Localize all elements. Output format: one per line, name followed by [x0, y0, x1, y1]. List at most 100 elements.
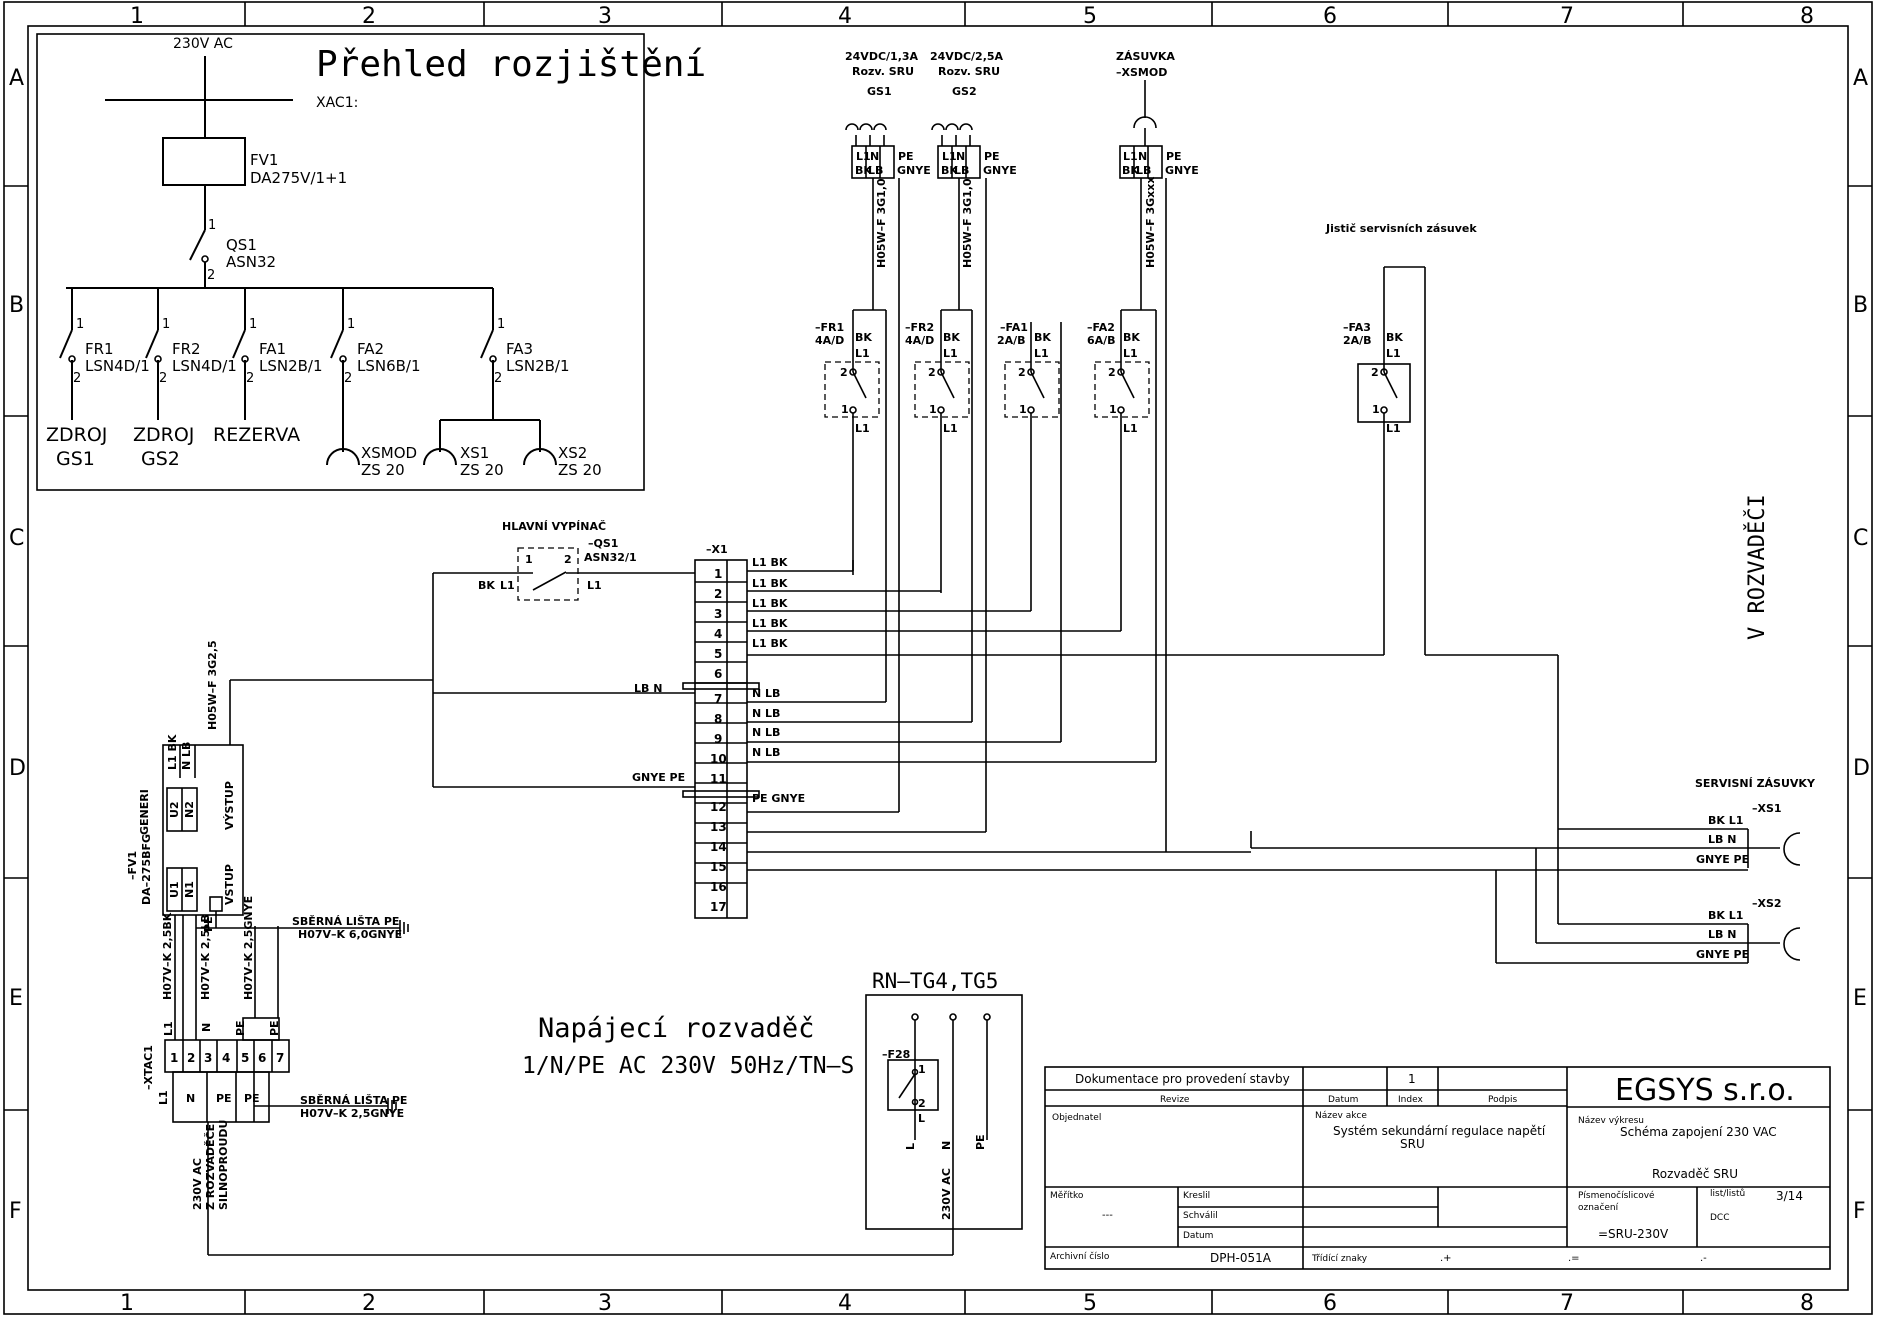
col-2-bottom: 2	[362, 1291, 376, 1316]
svg-text:2: 2	[564, 553, 572, 566]
col-4-bottom: 4	[838, 1291, 852, 1316]
overview-load-zdroj1: ZDROJ	[46, 424, 107, 446]
svg-text:L1: L1	[157, 1090, 170, 1105]
svg-text:ASN32/1: ASN32/1	[584, 551, 637, 564]
svg-text:GS2: GS2	[952, 85, 977, 98]
svg-text:RN–TG4,TG5: RN–TG4,TG5	[872, 969, 998, 993]
title-block: Dokumentace pro provedení stavby Revize …	[1044, 1066, 1831, 1270]
overview-xs1-type: ZS 20	[460, 461, 504, 479]
col-4-top: 4	[838, 4, 852, 29]
terminal-7: 7	[714, 692, 722, 706]
tb-pismeno: Písmenočíslicové	[1578, 1190, 1655, 1201]
svg-text:L1: L1	[1386, 347, 1401, 360]
svg-text:230V AC: 230V AC	[191, 1158, 204, 1210]
svg-text:2: 2	[207, 268, 215, 283]
tb-schvalil: Schválil	[1183, 1211, 1218, 1221]
svg-text:PE: PE	[216, 1092, 232, 1105]
svg-text:–X1: –X1	[706, 543, 728, 556]
tb-archiv-val: DPH-051A	[1210, 1251, 1272, 1265]
svg-text:GNYE: GNYE	[983, 164, 1017, 177]
rn-tg-box: RN–TG4,TG5 –F28 12 L L N PE 230V AC	[865, 969, 1023, 1255]
svg-text:BK L1: BK L1	[1708, 909, 1743, 922]
svg-text:–FA2: –FA2	[1087, 321, 1115, 334]
tb-archiv: Archivní číslo	[1050, 1251, 1110, 1262]
svg-text:L1: L1	[855, 347, 870, 360]
terminal-16: 16	[710, 880, 727, 894]
svg-text:L1: L1	[1123, 422, 1138, 435]
svg-text:L1: L1	[1386, 422, 1401, 435]
svg-text:1: 1	[208, 218, 216, 233]
svg-text:Jistič servisních zásuvek: Jistič servisních zásuvek	[1325, 222, 1477, 235]
svg-text:LB: LB	[868, 164, 883, 177]
svg-text:Rozv. SRU: Rozv. SRU	[852, 65, 914, 78]
svg-text:1: 1	[76, 317, 84, 332]
svg-text:BK: BK	[1386, 331, 1403, 344]
v-rozvadeci: V ROZVADĚČI	[1744, 494, 1770, 640]
svg-text:DA–275BFG: DA–275BFG	[140, 834, 153, 905]
napajeci-title: Napájecí rozvaděč	[538, 1013, 814, 1044]
tb-t3: .-	[1700, 1253, 1707, 1264]
tb-objednatel: Objednatel	[1052, 1113, 1101, 1123]
row-d-right: D	[1853, 756, 1870, 781]
tb-index-val: 1	[1408, 1072, 1416, 1086]
cable-xsmod: H05W–F 3Gxxx	[1144, 177, 1157, 268]
terminal-4: 4	[714, 627, 722, 641]
svg-text:PE: PE	[984, 150, 1000, 163]
svg-text:N2: N2	[183, 801, 196, 818]
svg-text:PE: PE	[898, 150, 914, 163]
svg-text:–XSMOD: –XSMOD	[1116, 66, 1167, 79]
svg-text:N: N	[1138, 150, 1147, 163]
drawing-frame: 1 2 3 4 5 6 7 8 1 2 3 4 5 6 7 8 A B C D …	[3, 1, 1873, 1316]
svg-text:LB N: LB N	[1708, 928, 1736, 941]
svg-text:1: 1	[249, 317, 257, 332]
tb-vykres-l1: Schéma zapojení 230 VAC	[1620, 1125, 1777, 1139]
svg-text:GNYE PE: GNYE PE	[632, 771, 685, 784]
svg-text:BK L1: BK L1	[1708, 814, 1743, 827]
row-f-right: F	[1853, 1199, 1866, 1224]
svg-text:L1: L1	[162, 1021, 175, 1036]
svg-text:BK: BK	[478, 579, 495, 592]
svg-text:3: 3	[204, 1051, 212, 1065]
tb-oznaceni: označení	[1578, 1202, 1619, 1213]
row-a-left: A	[9, 66, 24, 91]
overview-xs2: XS2	[558, 444, 587, 462]
cable-gs2: H05W–F 3G1,0	[961, 178, 974, 268]
svg-text:–XS2: –XS2	[1752, 897, 1782, 910]
svg-text:BK: BK	[943, 331, 960, 344]
svg-text:2A/B: 2A/B	[997, 334, 1026, 347]
svg-text:N LB: N LB	[752, 746, 780, 759]
cable-bk: H07V–K 2,5BK	[161, 912, 174, 1000]
overview-xs2-type: ZS 20	[558, 461, 602, 479]
svg-text:5: 5	[241, 1051, 249, 1065]
svg-text:1: 1	[170, 1051, 178, 1065]
svg-text:2: 2	[928, 366, 936, 379]
svg-text:SBĚRNÁ LIŠTA PE: SBĚRNÁ LIŠTA PE	[300, 1094, 407, 1107]
svg-text:L1 BK: L1 BK	[752, 597, 788, 610]
svg-text:L1 BK: L1 BK	[752, 577, 788, 590]
svg-text:4: 4	[222, 1051, 230, 1065]
terminal-8: 8	[714, 712, 722, 726]
overview-xac: XAC1:	[316, 95, 358, 111]
tb-vykres-l2: Rozvaděč SRU	[1652, 1167, 1738, 1181]
terminal-6: 6	[714, 667, 722, 681]
svg-text:2: 2	[1108, 366, 1116, 379]
svg-text:U2: U2	[168, 801, 181, 818]
svg-text:GNYE PE: GNYE PE	[1696, 948, 1749, 961]
svg-text:LB: LB	[954, 164, 969, 177]
tb-datum: Datum	[1328, 1095, 1358, 1105]
row-e-left: E	[9, 986, 23, 1011]
overview-fa1-name: FA1	[259, 340, 286, 358]
svg-text:VSTUP: VSTUP	[223, 864, 236, 905]
svg-text:H07V–K 2,5GNYE: H07V–K 2,5GNYE	[300, 1107, 404, 1120]
overview-fa3-name: FA3	[506, 340, 533, 358]
col-8-top: 8	[1800, 4, 1814, 29]
overview-supply: 230V AC	[173, 36, 233, 52]
svg-text:N: N	[186, 1092, 195, 1105]
svg-text:N LB: N LB	[752, 726, 780, 739]
col-8-bottom: 8	[1800, 1291, 1814, 1316]
svg-text:SERVISNÍ ZÁSUVKY: SERVISNÍ ZÁSUVKY	[1695, 777, 1816, 790]
svg-text:L1: L1	[943, 422, 958, 435]
svg-text:1: 1	[929, 403, 937, 416]
svg-text:VÝSTUP: VÝSTUP	[223, 781, 236, 830]
